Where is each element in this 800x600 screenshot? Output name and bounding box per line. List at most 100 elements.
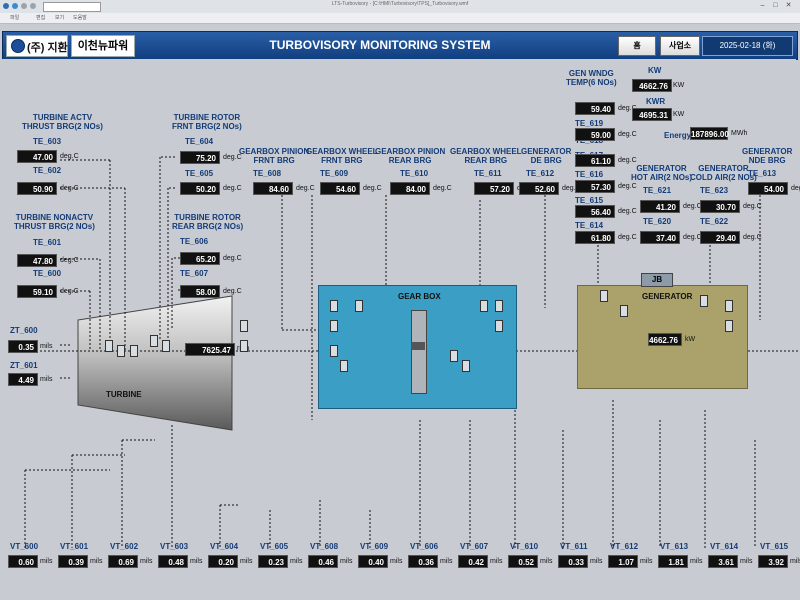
back-icon[interactable] [3,3,9,9]
junction-box: JB [641,273,673,287]
vt-606-unit: mils [440,558,453,565]
kw-label: KW [648,66,662,75]
te-602-unit: deg.C [60,185,79,192]
home-nav-icon[interactable] [30,3,36,9]
sensor-marker [240,340,248,352]
home-button[interactable]: 홈 [618,36,656,56]
sensor-marker [450,350,458,362]
te-605-value: 50.20 [180,182,220,195]
menu-file[interactable]: 파일 [10,15,20,21]
te-609-unit: deg.C [363,185,382,192]
zt-601-label: ZT_601 [10,361,38,370]
te-620-value: 37.40 [640,231,680,244]
vt-604-value: 0.20 [208,555,238,568]
menubar: 파일 편집 보기 도움말 [0,13,800,24]
te-623-unit: deg.C [743,203,762,210]
group-turbine-nonactv: TURBINE NONACTV THRUST BRG(2 NOs) [14,213,95,231]
vt-615-value: 3.92 [758,555,788,568]
vt-605-unit: mils [290,558,303,565]
sensor-marker [162,340,170,352]
te-622-value: 29.40 [700,231,740,244]
vt-602-label: VT_602 [110,542,139,551]
vt-600-unit: mils [40,558,53,565]
energy-unit: MWh [731,130,748,137]
vt-603-label: VT_603 [160,542,189,551]
vt-603-unit: mils [190,558,203,565]
sensor-marker [600,290,608,302]
te-615-value: 56.40 [575,205,615,218]
menu-edit[interactable]: 편집 [36,15,46,21]
vt-605-value: 0.23 [258,555,288,568]
vt-608-unit: mils [340,558,353,565]
zt-601-value: 4.49 [8,373,38,386]
vt-613-label: VT_613 [660,542,689,551]
close-icon[interactable]: ✕ [785,2,792,9]
te-617-unit: deg.C [618,157,637,164]
sensor-marker [462,360,470,372]
te-613-label: TE_613 [748,169,777,178]
site-button[interactable]: 사업소 [660,36,700,56]
vt-601-label: VT_601 [60,542,89,551]
vt-604-unit: mils [240,558,253,565]
te-619-label: TE_619 [575,119,604,128]
te-607-value: 58.00 [180,285,220,298]
te-603-value: 47.00 [17,150,57,163]
group-gen-hot-air: GENERATOR HOT AIR(2 NOs) [631,164,693,182]
te-609-label: TE_609 [320,169,349,178]
te-619-value: 59.40 [575,102,615,115]
te-622-unit: deg.C [743,234,762,241]
kw-value: 4662.76 [632,79,672,92]
maximize-icon[interactable]: □ [773,2,778,9]
te-622-label: TE_622 [700,217,729,226]
te-606-value: 65.20 [180,252,220,265]
te-621-label: TE_621 [643,186,672,195]
vt-600-label: VT_600 [10,542,39,551]
te-623-value: 30.70 [700,200,740,213]
address-input[interactable] [43,2,101,12]
te-621-unit: deg.C [683,203,702,210]
sensor-marker [330,345,338,357]
group-gen-de: GENERATOR DE BRG [521,147,572,165]
te-620-label: TE_620 [643,217,672,226]
te-604-label: TE_604 [185,137,214,146]
window-titlebar: LTS-Turbovisory - [C:\HMI\Turbovisory\TP… [0,0,800,14]
page-title: TURBOVISORY MONITORING SYSTEM [269,38,491,52]
te-602-value: 50.90 [17,182,57,195]
te-603-unit: deg.C [60,153,79,160]
vt-601-unit: mils [90,558,103,565]
vt-609-label: VT_609 [360,542,389,551]
vt-605-label: VT_605 [260,542,289,551]
vt-600-value: 0.60 [8,555,38,568]
te-616-label: TE_616 [575,170,604,179]
company-logo: (주) 지환 [6,35,68,57]
te-603-label: TE_603 [33,137,62,146]
te-601-value: 47.80 [17,254,57,267]
minimize-icon[interactable]: – [760,2,765,9]
sensor-marker [240,320,248,332]
kwr-value: 4695.31 [632,108,672,121]
forward-icon[interactable] [12,3,18,9]
gearbox-label: GEAR BOX [398,292,441,301]
vt-602-unit: mils [140,558,153,565]
zt-601-unit: mils [40,376,53,383]
datetime-display: 2025-02-18 (화) 15:16:03 [702,36,793,68]
plant-label: 이천뉴파워 [71,35,135,57]
menu-view[interactable]: 보기 [55,15,65,21]
kwr-unit: KW [673,111,685,118]
te-605-label: TE_605 [185,169,214,178]
te-618-unit: deg.C [618,131,637,138]
te-602-label: TE_602 [33,166,62,175]
sensor-marker [700,295,708,307]
group-turbine-rotor-frnt: TURBINE ROTOR FRNT BRG(2 NOs) [172,113,242,131]
vt-608-label: VT_608 [310,542,339,551]
te-611-label: TE_611 [474,169,502,178]
vt-614-label: VT_614 [710,542,739,551]
refresh-icon[interactable] [21,3,27,9]
te-610-label: TE_610 [400,169,429,178]
menu-help[interactable]: 도움말 [73,15,87,21]
sensor-marker [105,340,113,352]
vt-603-value: 0.48 [158,555,188,568]
vt-607-label: VT_607 [460,542,489,551]
vt-614-unit: mils [740,558,753,565]
sensor-marker [495,300,503,312]
